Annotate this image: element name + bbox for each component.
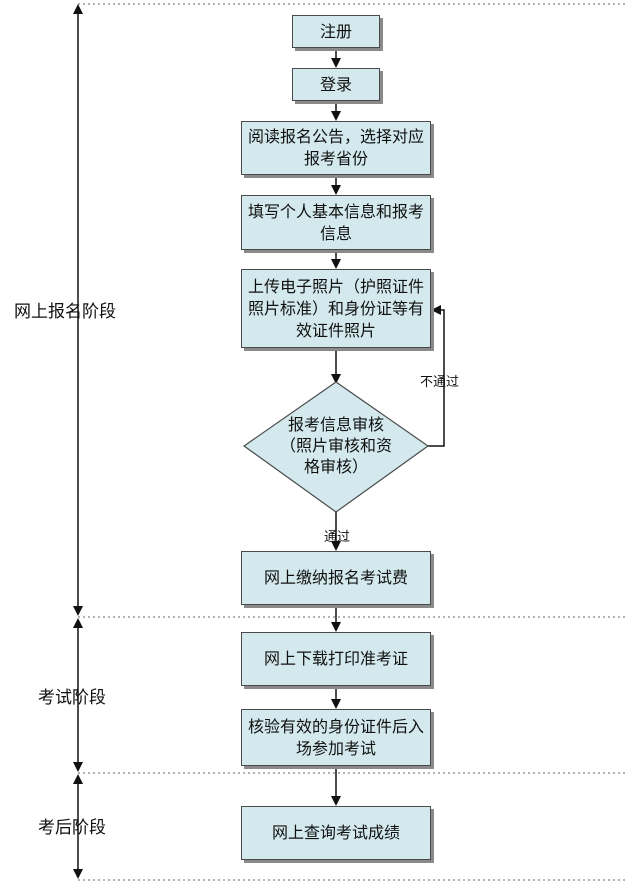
step-verify-enter-label: 核验有效的身份证件后入场参加考试 xyxy=(248,716,425,758)
edge-label-fail: 不通过 xyxy=(420,375,460,390)
step-login-label: 登录 xyxy=(319,74,352,94)
step-login: 登录 xyxy=(292,68,380,101)
step-read-announcement: 阅读报名公告，选择对应报考省份 xyxy=(241,121,431,175)
step-query-score-label: 网上查询考试成绩 xyxy=(271,823,400,842)
step-upload-photo-label: 上传电子照片（护照证件照片标准）和身份证等有效证件照片 xyxy=(248,276,425,340)
edge-label-pass: 通过 xyxy=(324,530,351,545)
step-review-label: 报考信息审核（照片审核和资格审核） xyxy=(280,415,393,476)
stage-label-exam: 考试阶段 xyxy=(38,688,106,708)
step-query-score: 网上查询考试成绩 xyxy=(241,806,431,860)
step-register-label: 注册 xyxy=(319,21,352,41)
review-decision-diamond xyxy=(242,381,430,513)
step-verify-enter: 核验有效的身份证件后入场参加考试 xyxy=(241,709,431,766)
step-fill-info: 填写个人基本信息和报考信息 xyxy=(241,195,431,250)
step-fill-info-label: 填写个人基本信息和报考信息 xyxy=(248,201,425,243)
bracket-post-exam xyxy=(73,774,83,879)
stage-label-post-exam: 考后阶段 xyxy=(38,818,106,838)
step-read-announcement-label: 阅读报名公告，选择对应报考省份 xyxy=(248,127,425,168)
step-pay-fee: 网上缴纳报名考试费 xyxy=(241,551,431,605)
bracket-online-registration xyxy=(73,4,83,616)
step-upload-photo: 上传电子照片（护照证件照片标准）和身份证等有效证件照片 xyxy=(241,269,431,348)
step-pay-fee-label: 网上缴纳报名考试费 xyxy=(263,568,408,587)
step-register: 注册 xyxy=(292,15,380,48)
step-print-ticket-label: 网上下载打印准考证 xyxy=(263,649,408,668)
arrow-fail-loop xyxy=(428,305,445,447)
stage-label-online-registration: 网上报名阶段 xyxy=(14,302,116,322)
step-print-ticket: 网上下载打印准考证 xyxy=(241,632,431,686)
bracket-exam xyxy=(73,618,83,772)
